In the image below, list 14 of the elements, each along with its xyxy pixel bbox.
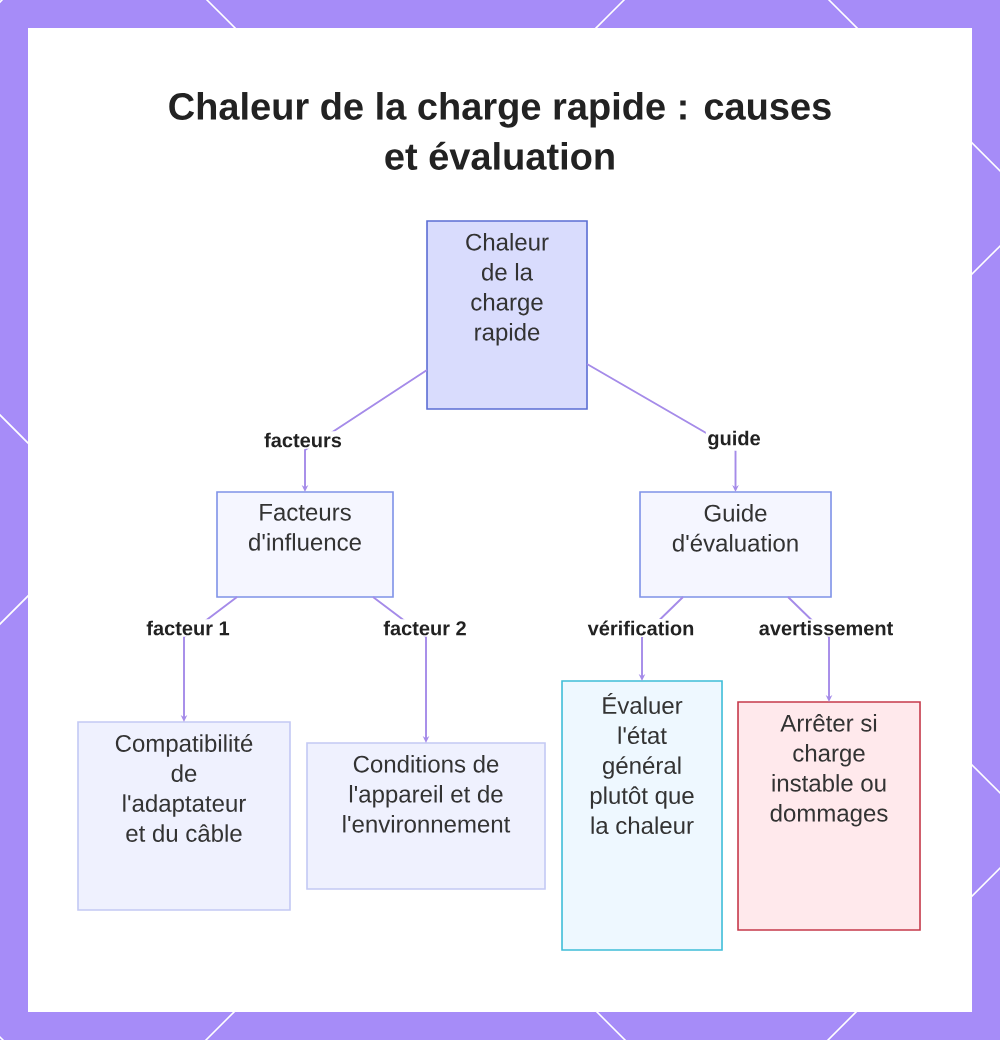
topic-box: Guide d'évaluation bbox=[639, 491, 832, 598]
edge-label: vérification bbox=[586, 619, 696, 637]
edge-label: facteur 2 bbox=[381, 619, 469, 637]
edge-label: facteur 1 bbox=[144, 619, 232, 637]
topic-box: Conditions de l'appareil et de l'environnement bbox=[306, 742, 546, 890]
topic-box: Évaluer l'état général plutôt que la chaleur bbox=[561, 680, 723, 951]
title: Chaleur de la charge rapide : causes et évaluation bbox=[169, 92, 831, 170]
edge-label: facteurs bbox=[262, 431, 344, 449]
topic-box: Facteurs d'influence bbox=[216, 491, 394, 598]
edge-label: guide bbox=[705, 429, 763, 451]
topic-box: Chaleur de la charge rapide bbox=[426, 220, 588, 410]
topic-box: Compatibilité de l'adaptateur et du câble bbox=[77, 721, 291, 911]
edge-label: avertissement bbox=[757, 619, 895, 637]
topic-box: Arrêter si charge instable ou dommages bbox=[737, 701, 921, 931]
